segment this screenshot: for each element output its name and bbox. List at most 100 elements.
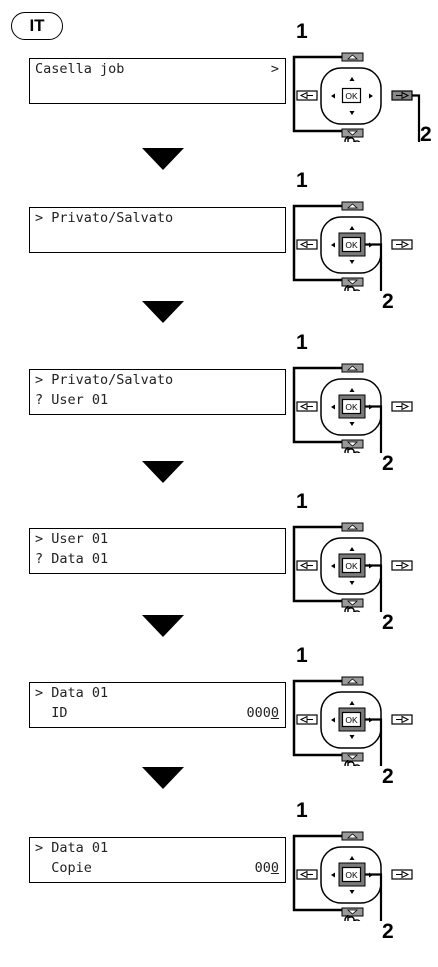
up-key[interactable] <box>341 676 364 686</box>
ok-label: OK <box>345 91 358 101</box>
right-key[interactable] <box>391 714 413 725</box>
down-key[interactable] <box>341 439 364 449</box>
ok-label: OK <box>345 561 358 571</box>
language-badge: IT <box>11 12 63 40</box>
left-key[interactable] <box>296 560 318 571</box>
right-key[interactable] <box>391 90 413 101</box>
forward-arrow-icon <box>396 240 410 249</box>
up-key[interactable] <box>341 52 364 62</box>
lcd-cursor-digit: 0 <box>270 860 279 876</box>
left-key[interactable] <box>296 90 318 101</box>
lcd-line-2 <box>35 229 279 247</box>
control-panel: OK <box>288 674 430 799</box>
control-panel: OK <box>288 829 430 954</box>
cursor-up-icon <box>349 856 355 860</box>
cursor-down-icon <box>349 111 355 115</box>
right-key[interactable] <box>391 869 413 880</box>
callout-one: 1 <box>296 490 308 513</box>
up-key[interactable] <box>341 522 364 532</box>
lcd-line-1: > Data 01 <box>35 684 279 702</box>
lcd-line-1-indicator: > <box>270 61 279 77</box>
group-bracket <box>292 525 346 603</box>
down-triangle-icon <box>346 441 359 447</box>
ok-label: OK <box>345 240 358 250</box>
cursor-down-icon <box>349 735 355 739</box>
cursor-left-icon <box>331 93 335 99</box>
lcd-line-1: > User 01 <box>35 530 279 548</box>
ok-key[interactable]: OK <box>338 862 366 887</box>
up-key[interactable] <box>341 201 364 211</box>
cursor-left-icon <box>331 242 335 248</box>
up-key[interactable] <box>341 363 364 373</box>
lcd-line-2-text: ID <box>35 705 68 721</box>
up-triangle-icon <box>346 54 359 60</box>
ok-key[interactable]: OK <box>338 707 366 732</box>
back-arrow-icon <box>299 240 313 249</box>
lcd-line-1-text: > Data 01 <box>35 685 109 701</box>
ok-key[interactable]: OK <box>338 553 366 578</box>
right-key[interactable] <box>391 560 413 571</box>
control-panel: OK <box>288 50 430 175</box>
control-panel-drawing: OK <box>292 52 421 175</box>
back-arrow-icon <box>299 402 313 411</box>
up-key[interactable] <box>341 831 364 841</box>
cursor-up-icon <box>349 226 355 230</box>
lcd-line-2: ? Data 01 <box>35 550 279 568</box>
callout-two: 2 <box>420 123 432 146</box>
lcd-display: Casella job > <box>29 58 286 104</box>
ok-key[interactable]: OK <box>341 87 362 104</box>
next-step-arrow-icon <box>142 767 184 789</box>
group-bracket <box>292 679 346 757</box>
up-triangle-icon <box>346 524 359 530</box>
group-bracket <box>292 55 346 133</box>
down-key[interactable] <box>341 598 364 608</box>
lcd-line-1: > Privato/Salvato <box>35 371 279 389</box>
ok-label: OK <box>345 402 358 412</box>
left-key[interactable] <box>296 401 318 412</box>
down-key[interactable] <box>341 277 364 287</box>
left-key[interactable] <box>296 239 318 250</box>
lcd-line-1-text: > Data 01 <box>35 840 109 856</box>
ok-key[interactable]: OK <box>338 232 366 257</box>
down-key[interactable] <box>341 907 364 917</box>
down-triangle-icon <box>346 600 359 606</box>
back-arrow-icon <box>299 91 313 100</box>
forward-arrow-icon <box>396 870 410 879</box>
callout-one: 1 <box>296 799 308 822</box>
lcd-value-digits: 000 <box>246 705 271 721</box>
control-panel: OK <box>288 361 430 486</box>
cursor-up-icon <box>349 77 355 81</box>
lcd-display: > User 01 ? Data 01 <box>29 528 286 574</box>
cursor-left-icon <box>331 717 335 723</box>
down-key[interactable] <box>341 752 364 762</box>
lcd-value-field: 0000 <box>246 704 279 722</box>
next-step-arrow-icon <box>142 615 184 637</box>
cursor-up-icon <box>349 547 355 551</box>
cursor-down-icon <box>349 260 355 264</box>
lcd-line-1-text: Casella job <box>35 61 125 77</box>
up-triangle-icon <box>346 833 359 839</box>
lcd-display: > Privato/Salvato <box>29 207 286 253</box>
lcd-line-2-text: Copie <box>35 860 92 876</box>
ok-key[interactable]: OK <box>338 394 366 419</box>
forward-arrow-icon <box>396 402 410 411</box>
right-key[interactable] <box>391 239 413 250</box>
right-key[interactable] <box>391 401 413 412</box>
down-triangle-icon <box>346 909 359 915</box>
lcd-line-2-text: ? Data 01 <box>35 551 109 567</box>
lcd-line-2: ID 0000 <box>35 704 279 722</box>
left-key[interactable] <box>296 869 318 880</box>
cursor-down-icon <box>349 422 355 426</box>
ok-label: OK <box>345 715 358 725</box>
callout-two: 2 <box>382 611 394 634</box>
up-triangle-icon <box>346 365 359 371</box>
down-key[interactable] <box>341 128 364 138</box>
group-bracket <box>292 834 346 912</box>
lcd-line-1: > Data 01 <box>35 839 279 857</box>
left-key[interactable] <box>296 714 318 725</box>
